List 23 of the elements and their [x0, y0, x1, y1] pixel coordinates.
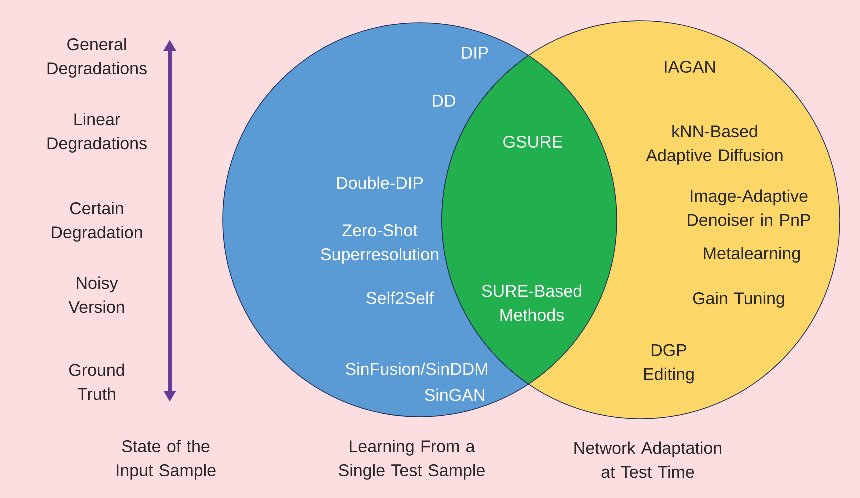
method-label: Image-Adaptive Denoiser in PnP — [688, 190, 810, 226]
method-label: kNN-Based Adaptive Diffusion — [646, 125, 783, 165]
method-label: SURE-Based Methods — [482, 284, 582, 322]
column-heading: State of the Input Sample — [117, 440, 216, 480]
method-label: Gain Tuning — [693, 292, 784, 308]
scale-label: Linear Degradations — [48, 113, 147, 153]
node-label: Network Adaptation at Test Time — [574, 442, 722, 478]
method-label: DIP — [462, 47, 488, 59]
method-label: DGP Editing — [644, 344, 694, 384]
method-label: Self2Self — [366, 292, 434, 304]
method-label: DD — [433, 95, 456, 107]
node-label: Learning From a Single Test Sample — [339, 440, 485, 480]
scale-label: Ground Truth — [70, 364, 124, 400]
method-label: Zero-Shot Superresolution — [321, 224, 438, 264]
scale-label: Noisy Version — [68, 276, 124, 314]
method-label: GSURE — [504, 136, 562, 148]
method-label: SinGAN — [425, 388, 484, 402]
method-label: SinFusion/SinDDM — [346, 362, 488, 376]
scale-label: General Degradations — [48, 38, 147, 78]
method-label: IAGAN — [665, 60, 716, 74]
method-label: Metalearning — [704, 247, 800, 263]
method-label: Double-DIP — [337, 176, 424, 190]
scale-label: Certain Degradation — [52, 202, 142, 242]
